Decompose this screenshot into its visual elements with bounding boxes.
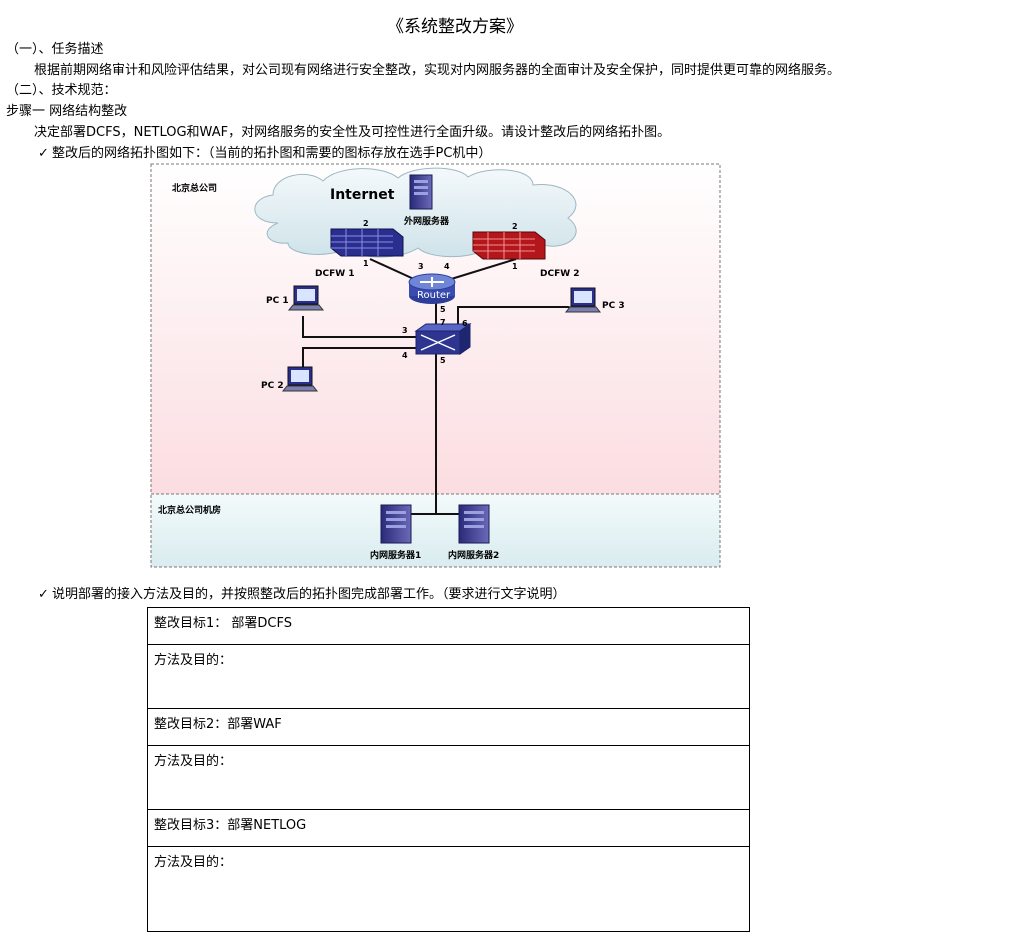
pc1-label: PC 1: [266, 296, 289, 306]
pc3-label: PC 3: [602, 301, 625, 311]
port-label: 3: [402, 326, 408, 335]
goals-table: 整改目标1： 部署DCFS 方法及目的： 整改目标2：部署WAF 方法及目的： …: [147, 607, 750, 932]
port-label: 2: [363, 219, 369, 228]
port-label: 5: [440, 356, 446, 365]
table-row: 方法及目的：: [147, 644, 750, 709]
goal2-cell: 整改目标2：部署WAF: [147, 708, 750, 746]
zone-server-room-label: 北京总公司机房: [158, 504, 221, 516]
switch-icon: [414, 323, 472, 355]
firewall-dcfw2-label: DCFW 2: [540, 269, 580, 279]
firewall-dcfw1-label: DCFW 1: [315, 269, 355, 279]
table-row: 方法及目的：: [147, 846, 750, 932]
method3-cell[interactable]: 方法及目的：: [147, 846, 750, 932]
port-label: 6: [462, 319, 468, 328]
bullet-deployment: ✓说明部署的接入方法及目的，并按照整改后的拓扑图完成部署工作。（要求进行文字说明…: [38, 583, 566, 602]
bullet-deployment-text: 说明部署的接入方法及目的，并按照整改后的拓扑图完成部署工作。（要求进行文字说明）: [52, 587, 566, 602]
internal-server2-icon: [458, 504, 490, 544]
internal-server1-label: 内网服务器1: [370, 549, 421, 561]
network-links: [302, 258, 581, 515]
checkmark-icon: ✓: [38, 146, 49, 161]
step1-heading: 步骤一 网络结构整改: [6, 104, 128, 119]
router-icon: [408, 273, 456, 304]
port-label: 2: [512, 222, 518, 231]
internal-server2-label: 内网服务器2: [448, 549, 499, 561]
table-row: 方法及目的：: [147, 745, 750, 810]
table-row: 整改目标2：部署WAF: [147, 708, 750, 746]
router-label: Router: [417, 290, 451, 301]
pc3-icon: [564, 287, 602, 313]
network-topology-diagram: 北京总公司 北京总公司机房 Internet 外网服务器: [150, 163, 721, 568]
zone-headquarters-label: 北京总公司: [172, 182, 217, 194]
table-row: 整改目标3：部署NETLOG: [147, 809, 750, 847]
goal3-cell: 整改目标3：部署NETLOG: [147, 809, 750, 847]
firewall-dcfw2-icon: [472, 231, 546, 260]
port-label: 1: [363, 259, 369, 268]
method2-cell[interactable]: 方法及目的：: [147, 745, 750, 810]
firewall-dcfw1-icon: [330, 228, 404, 257]
port-label: 7: [440, 318, 446, 327]
external-server-icon: [409, 174, 433, 210]
task-description: 根据前期网络审计和风险评估结果，对公司现有网络进行安全整改，实现对内网服务器的全…: [34, 63, 841, 78]
port-label: 5: [440, 305, 446, 314]
pc1-icon: [287, 285, 325, 311]
port-label: 3: [418, 262, 424, 271]
document-title: 《系统整改方案》: [387, 17, 523, 37]
port-label: 4: [444, 262, 450, 271]
internal-server1-icon: [380, 504, 412, 544]
section-heading-spec: （二）、技术规范：: [6, 83, 117, 98]
pc2-label: PC 2: [261, 381, 284, 391]
pc2-icon: [281, 366, 319, 392]
port-label: 4: [402, 351, 408, 360]
checkmark-icon: ✓: [38, 587, 49, 602]
bullet-topology-text: 整改后的网络拓扑图如下：（当前的拓扑图和需要的图标存放在选手PC机中）: [52, 146, 492, 161]
external-server-label: 外网服务器: [403, 215, 450, 227]
port-label: 1: [512, 262, 518, 271]
port-labels: 2 1 2 1 3 4 5 7 3 6 4 5: [363, 219, 518, 365]
bullet-topology: ✓整改后的网络拓扑图如下：（当前的拓扑图和需要的图标存放在选手PC机中）: [38, 142, 491, 161]
step1-description: 决定部署DCFS，NETLOG和WAF，对网络服务的安全性及可控性进行全面升级。…: [34, 125, 671, 140]
goal1-cell: 整改目标1： 部署DCFS: [147, 607, 750, 645]
table-row: 整改目标1： 部署DCFS: [147, 607, 750, 645]
section-heading-task: （一）、任务描述: [6, 42, 104, 57]
method1-cell[interactable]: 方法及目的：: [147, 644, 750, 709]
internet-label: Internet: [330, 187, 395, 203]
